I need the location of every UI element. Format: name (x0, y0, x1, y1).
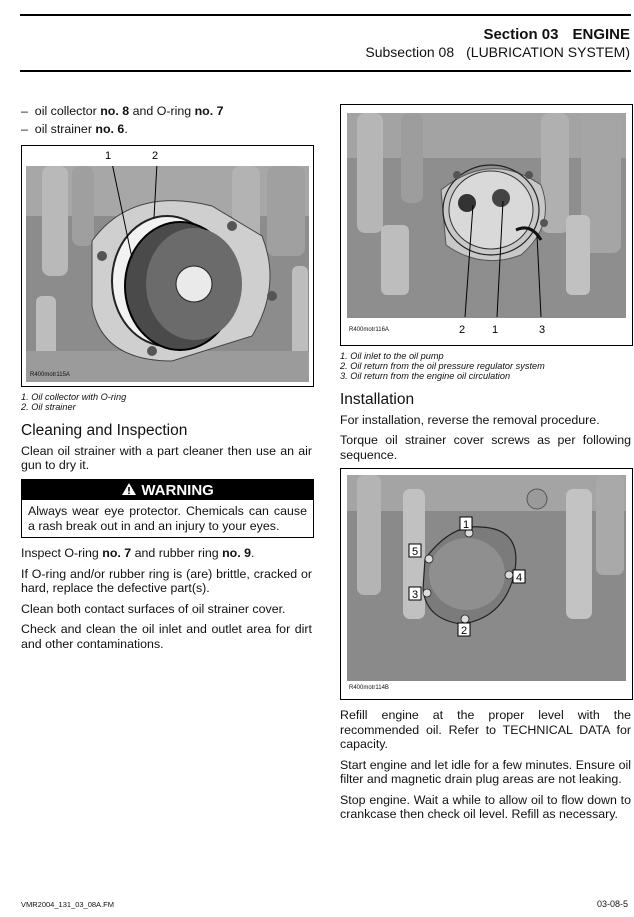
torque-sequence-figure: 1 5 4 3 2 R400motr114B (340, 468, 633, 700)
list-item: – oil strainer no. 6. (21, 121, 128, 136)
torque-number-3: 3 (412, 589, 418, 601)
subsection-title: (LUBRICATION SYSTEM) (466, 44, 630, 60)
torque-number-2: 2 (461, 625, 467, 637)
oil-collector-illustration: 1 2 (26, 146, 309, 382)
callout-1: 1 (105, 150, 111, 162)
header-rule (20, 70, 631, 72)
left-column: – oil collector no. 8 and O-ring no. 7 –… (21, 104, 314, 657)
warning-text: Always wear eye protector. Chemicals can… (28, 504, 307, 533)
warning-triangle-icon (122, 482, 137, 495)
installation-p2: Torque oil strainer cover screws as per … (340, 433, 631, 462)
subsection-header: Subsection 08 (LUBRICATION SYSTEM) (365, 44, 630, 60)
list-item: – oil collector no. 8 and O-ring no. 7 (21, 104, 224, 118)
warning-box: WARNING Always wear eye protector. Chemi… (21, 478, 314, 538)
installation-heading: Installation (340, 391, 415, 408)
inspect-paragraph: Inspect O-ring no. 7 and rubber ring no.… (21, 546, 255, 560)
oil-collector-figure: 1 2 R400motr115A (21, 145, 314, 387)
torque-number-5: 5 (412, 546, 418, 558)
section-number: Section 03 (483, 26, 559, 43)
oil-passages-illustration: 2 1 3 (347, 113, 626, 344)
figure-caption: 1. Oil inlet to the oil pump 2. Oil retu… (340, 351, 545, 381)
torque-sequence-illustration: 1 5 4 3 2 (347, 475, 626, 699)
oil-passages-figure: 2 1 3 R400motr116A (340, 104, 633, 346)
torque-number-1: 1 (463, 519, 469, 531)
installation-p1: For installation, reverse the removal pr… (340, 412, 600, 427)
section-title: ENGINE (572, 26, 630, 43)
figure-code: R400motr115A (30, 371, 70, 378)
figure-code: R400motr116A (349, 326, 389, 333)
cleaning-intro: Clean oil strainer with a part cleaner t… (21, 443, 312, 473)
callout-1: 1 (492, 324, 498, 336)
replace-paragraph: If O-ring and/or rubber ring is (are) br… (21, 566, 312, 596)
top-rule (20, 14, 631, 16)
clean-cover-paragraph: Clean both contact surfaces of oil strai… (21, 601, 286, 616)
warning-title: WARNING (22, 479, 313, 500)
callout-3: 3 (539, 324, 545, 336)
footer-filename: VMR2004_131_03_08A.FM (21, 900, 114, 909)
footer-page-number: 03-08-5 (596, 899, 628, 909)
check-inlet-paragraph: Check and clean the oil inlet and outlet… (21, 622, 312, 651)
refill-paragraph: Refill engine at the proper level with t… (340, 708, 631, 751)
torque-number-4: 4 (516, 572, 522, 584)
start-engine-paragraph: Start engine and let idle for a few minu… (340, 757, 631, 787)
figure-code: R400motr114B (349, 684, 389, 691)
stop-engine-paragraph: Stop engine. Wait a while to allow oil t… (340, 792, 631, 822)
figure-caption: 1. Oil collector with O-ring 2. Oil stra… (21, 392, 127, 412)
callout-2: 2 (152, 150, 158, 162)
subsection-number: Subsection 08 (365, 44, 455, 60)
callout-2: 2 (459, 324, 465, 336)
section-header: Section 03 ENGINE (483, 26, 630, 43)
cleaning-heading: Cleaning and Inspection (21, 422, 188, 439)
right-column: 2 1 3 R400motr116A 1. Oil inlet to the o… (340, 104, 633, 828)
